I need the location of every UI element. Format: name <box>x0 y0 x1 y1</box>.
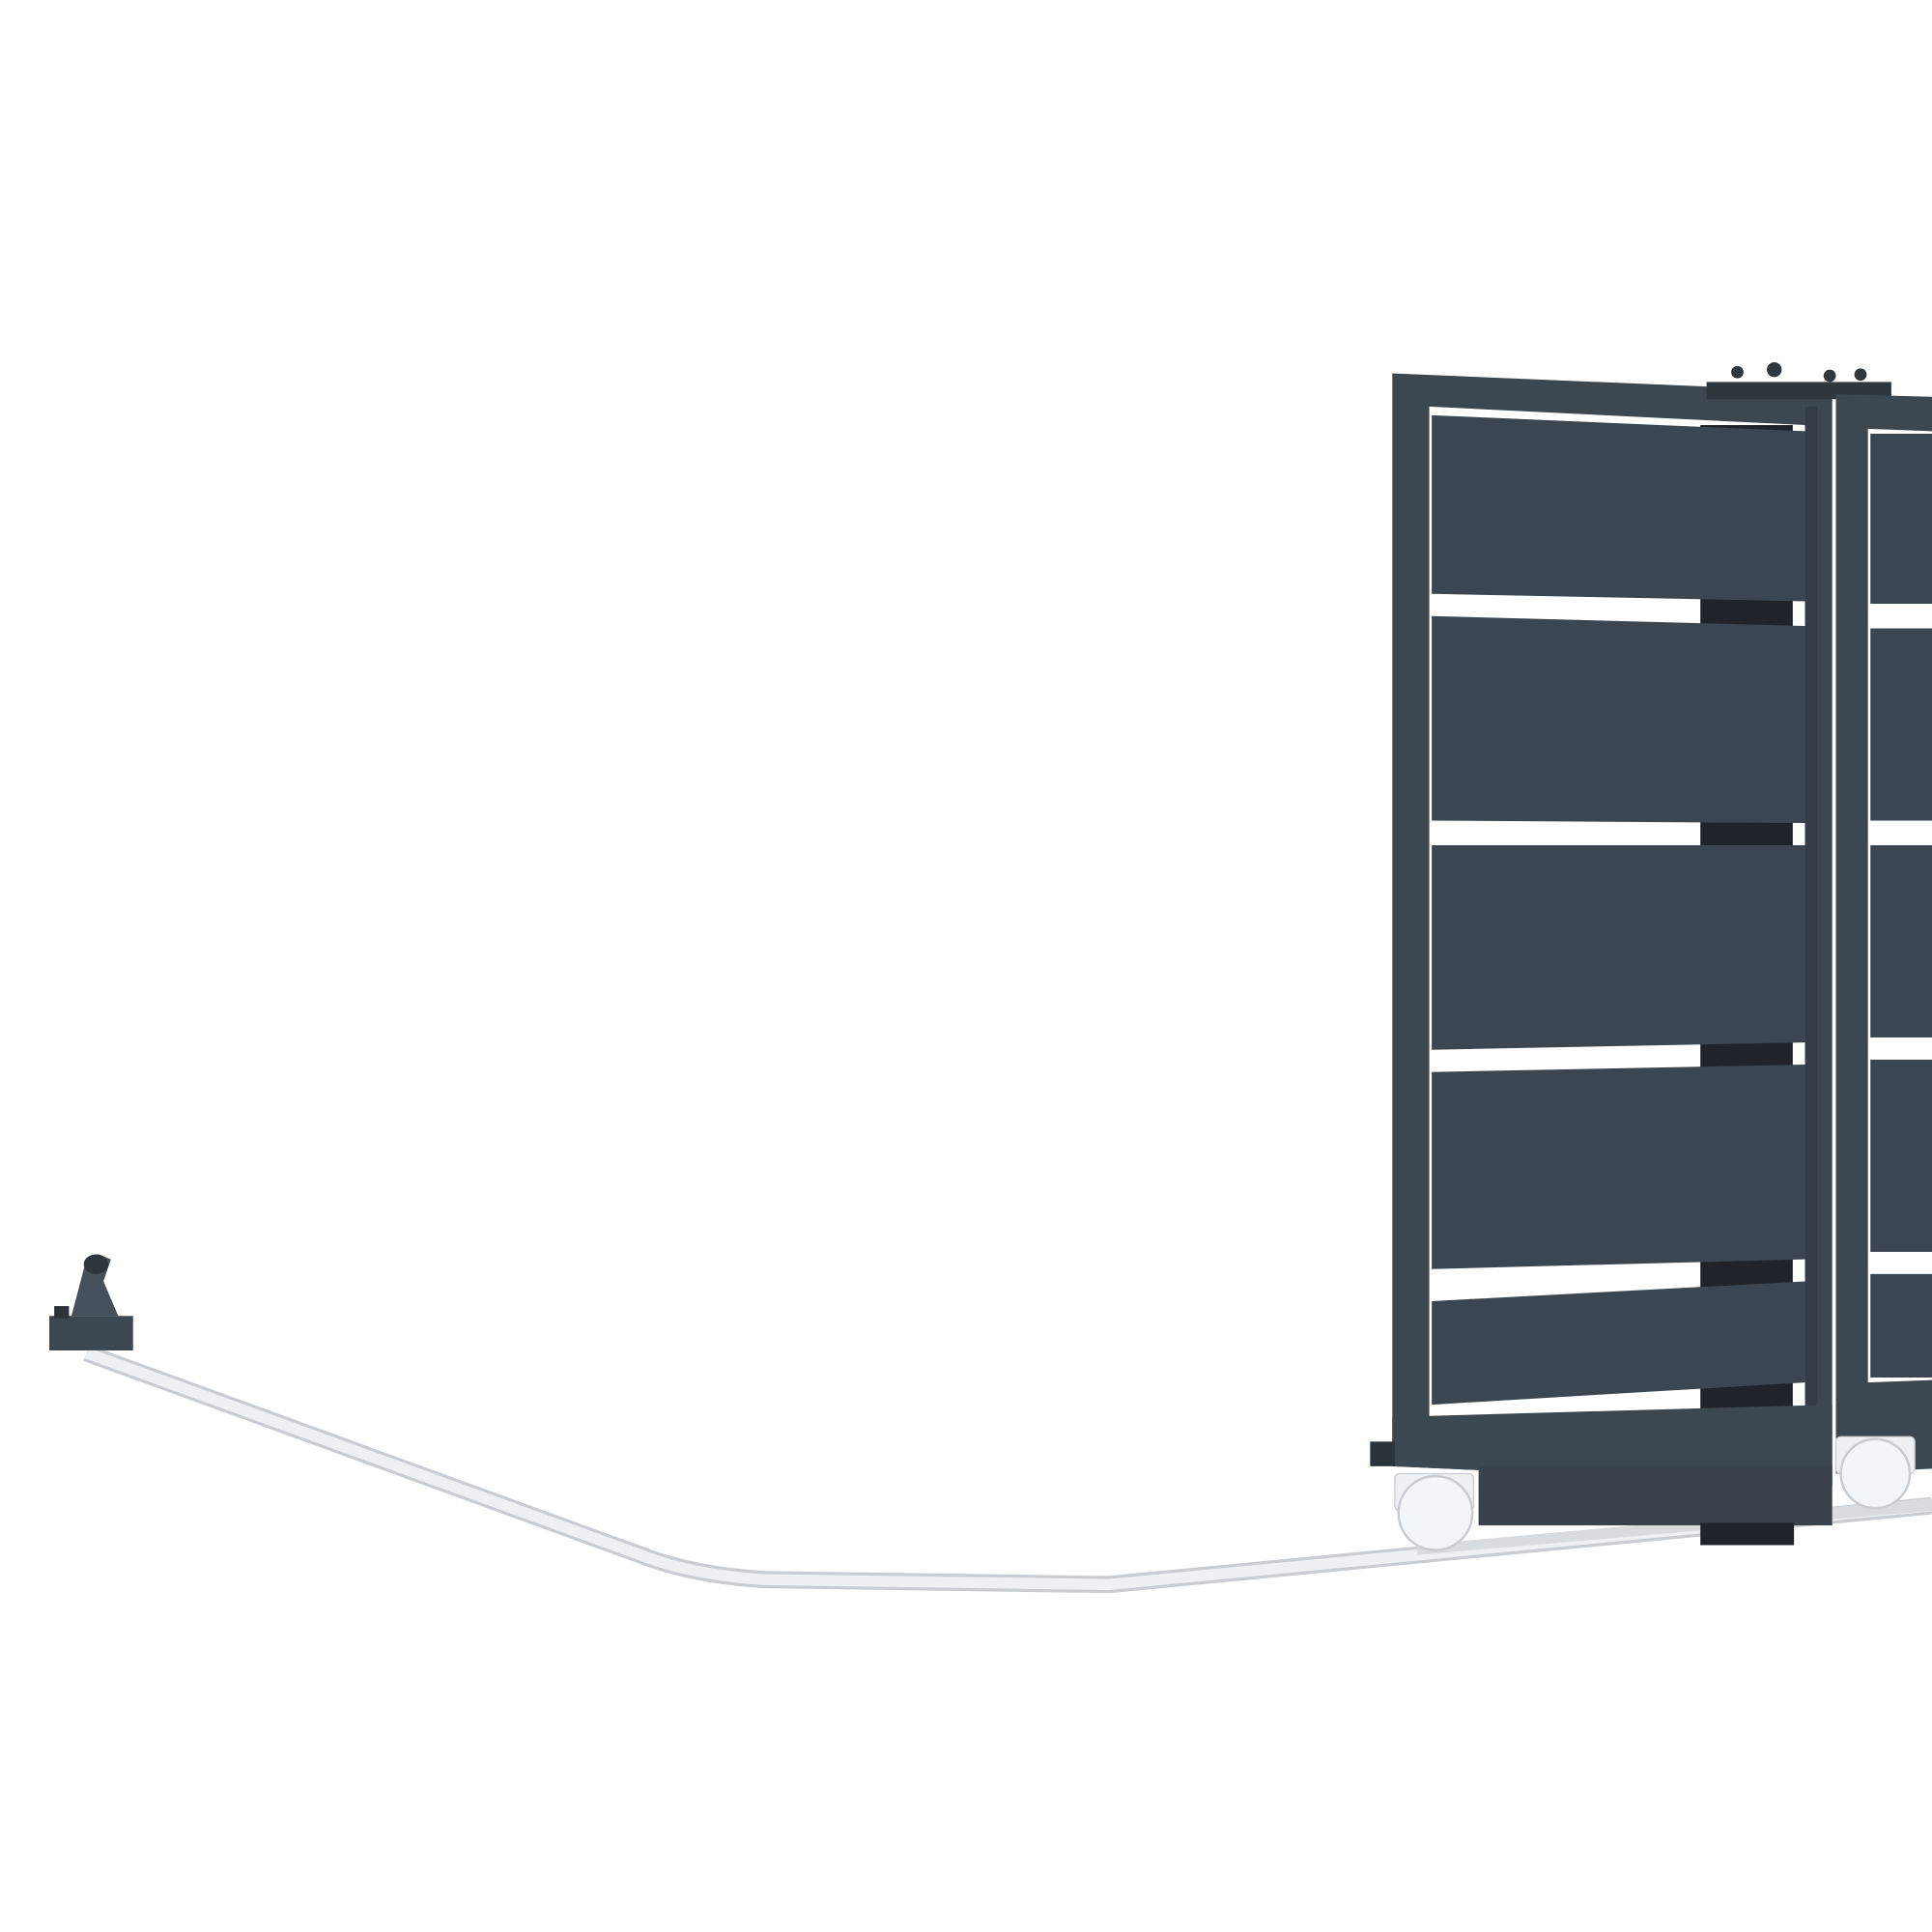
end-stop-bracket <box>49 1254 133 1350</box>
gate-wheel <box>1394 1472 1475 1551</box>
gate-panel-second <box>1835 394 1932 1474</box>
gate-panel <box>1370 362 1891 1546</box>
gate-slats <box>1432 414 1805 1406</box>
gate-wheel <box>1834 1435 1916 1510</box>
